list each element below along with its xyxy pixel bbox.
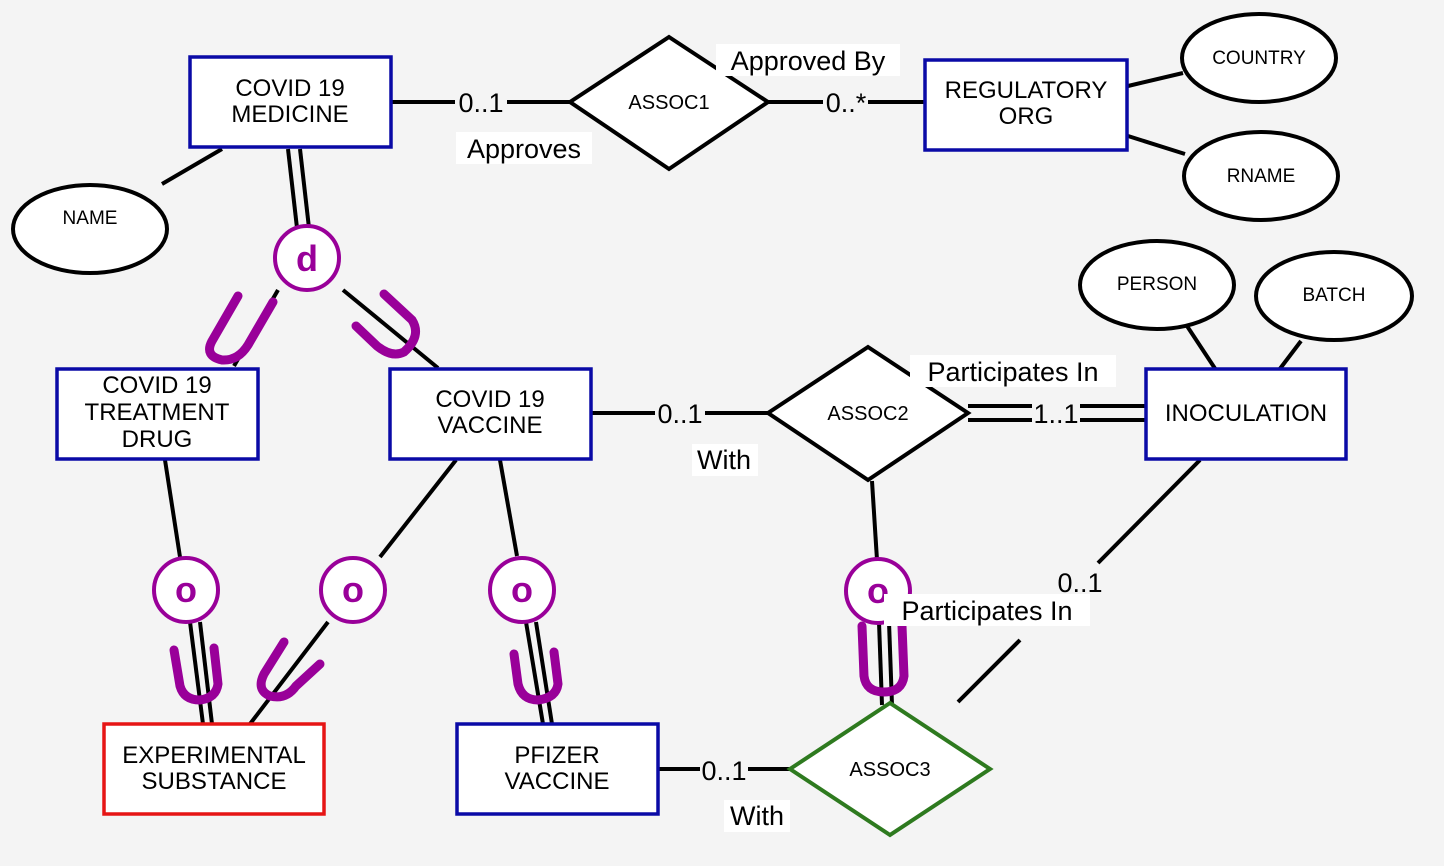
d-vaccine-line [341,288,440,370]
regulatory-country-line [1127,71,1184,88]
attr-country: COUNTRY [1180,12,1338,104]
entity-label: MEDICINE [231,101,348,128]
entity-pfizer-vaccine: PFIZER VACCINE [455,722,660,816]
relationship-label: ASSOC3 [849,759,930,781]
subset-icon [256,637,325,702]
subset-icon [857,621,909,697]
attribute-label: BATCH [1303,285,1366,306]
entity-label: COVID 19 [102,372,211,399]
entity-treatment-drug: COVID 19 TREATMENT DRUG [55,367,260,461]
inoc-assoc3-line-b [956,638,1022,704]
attr-name: NAME [11,183,169,275]
spec-d: d [273,224,341,292]
attr-batch: BATCH [1254,250,1414,342]
relationship-label: ASSOC2 [827,403,908,425]
inoc-batch-line [1277,339,1303,372]
entity-label: PFIZER [514,742,599,769]
entity-label: VACCINE [505,768,610,795]
subset-icon [509,647,563,705]
attribute-label: RNAME [1227,166,1296,187]
role-labels: Approved By Approves Participates In Wit… [456,44,1116,832]
o-experimental-line-2 [198,621,214,725]
regulatory-rname-line [1127,134,1186,156]
entity-label: REGULATORY [945,77,1108,104]
medicine-name-line [160,147,224,186]
cardinality-label: 0..1 [701,756,746,786]
entity-label: ORG [999,103,1054,130]
attr-rname: RNAME [1182,130,1340,222]
spec-o-treatment: o [152,556,220,624]
subset-icon [169,643,223,705]
subset-icon [351,289,421,359]
connector-lines [160,71,1303,771]
overlap-label: o [175,569,197,610]
role-label: Approves [467,134,581,164]
overlap-label: o [342,569,364,610]
role-label: Participates In [901,596,1072,626]
attr-person: PERSON [1078,239,1236,331]
inoc-assoc3-line-a [1096,458,1202,565]
o-pfizer-line-1 [524,621,545,725]
cardinality-label: 0..1 [657,399,702,429]
inoc-person-line [1185,324,1218,372]
o-pfizer-line-2 [534,621,554,725]
subset-symbols [169,289,909,705]
entity-experimental-substance: EXPERIMENTAL SUBSTANCE [102,722,326,816]
cardinality-label: 0..1 [1057,568,1102,598]
cardinalities: 0..1 0..* 0..1 1..1 0..1 0..1 [458,88,1102,786]
entity-label: INOCULATION [1165,400,1327,427]
entity-label: EXPERIMENTAL [122,742,306,769]
disjoint-label: d [296,238,318,279]
entity-inoculation: INOCULATION [1144,367,1348,461]
attribute-label: COUNTRY [1212,48,1306,69]
spec-o-vaccine-left: o [319,556,387,624]
overlap-label: o [867,570,889,611]
entity-label: VACCINE [438,412,543,439]
entity-regulatory-org: REGULATORY ORG [923,58,1129,152]
entity-label: COVID 19 [435,386,544,413]
attribute-label: PERSON [1117,274,1197,295]
role-label: Participates In [927,357,1098,387]
vaccine-o-left-line [378,458,458,559]
entity-label: DRUG [122,426,193,453]
assoc2-o-line [870,480,879,561]
spec-o-vaccine-right: o [488,556,556,624]
rel-assoc3: ASSOC3 [786,700,994,838]
entity-medicine: COVID 19 MEDICINE [188,55,393,149]
entity-vaccine: COVID 19 VACCINE [388,367,593,461]
entity-label: SUBSTANCE [142,768,287,795]
entity-label: TREATMENT [85,399,230,426]
entity-label: COVID 19 [235,75,344,102]
cardinality-label: 0..1 [458,88,503,118]
treatment-o-line [163,459,182,558]
relationship-label: ASSOC1 [628,92,709,114]
role-label: Approved By [731,46,886,76]
role-label: With [730,801,784,831]
attribute-label: NAME [63,208,118,229]
o-left-experimental-line [248,620,330,726]
subset-icon [205,291,278,365]
medicine-d-line-1 [286,148,299,229]
cardinality-label: 1..1 [1033,399,1078,429]
cardinality-label: 0..* [826,88,867,118]
o-experimental-line-1 [188,621,205,725]
overlap-label: o [511,569,533,610]
medicine-d-line-2 [298,148,311,229]
role-label: With [697,445,751,475]
vaccine-o-right-line [498,459,519,557]
